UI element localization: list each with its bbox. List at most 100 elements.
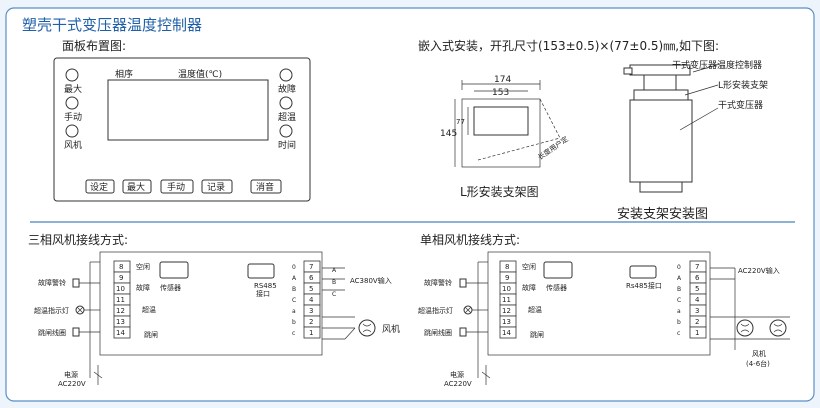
sp-right-terminal-letter: 0	[677, 264, 681, 271]
sp-bell-icon	[459, 278, 467, 288]
tp-right-terminal-label: 1	[309, 329, 313, 337]
sp-right-terminal-letter: a	[677, 308, 681, 315]
tp-power-label: 电源	[64, 370, 78, 379]
sp-left-terminal-14	[499, 326, 517, 339]
sp-trip-label: 跳闸	[530, 330, 544, 339]
sp-overtemp-light-label: 超温指示灯	[418, 306, 453, 315]
sp-right-terminal-letter: B	[677, 286, 681, 293]
sp-right-terminal-label: 6	[695, 274, 700, 282]
panel-temp-label: 温度值(℃)	[178, 68, 222, 80]
led-fan-indicator	[65, 124, 79, 138]
led-time-indicator	[279, 124, 293, 138]
tp-empty-label: 空闲	[136, 262, 150, 271]
button-set-label: 设定	[90, 181, 108, 193]
tp-fan-label: 风机	[382, 323, 400, 335]
tp-right-terminal-label: 4	[309, 296, 314, 304]
panel-buttons: 设定 最大 手动 记录 消音	[85, 179, 282, 194]
tp-right-terminal-label: 7	[309, 263, 313, 271]
tp-left-terminal-label: 12	[116, 307, 125, 315]
sp-right-terminal-letter: b	[677, 319, 681, 326]
tp-sensor-port	[159, 261, 189, 279]
led-max-indicator	[65, 68, 79, 82]
tp-right-terminal-letter: C	[292, 297, 296, 304]
sp-right-terminal-label: 5	[695, 285, 699, 293]
tp-right-terminal-letter: B	[292, 286, 296, 293]
panel-display	[107, 79, 269, 141]
sp-power-value: AC220V	[444, 380, 472, 388]
dim-145: 145	[440, 129, 457, 139]
assembly-drawing: 干式变压器温度控制器 L形安装支架 干式变压器 安装支架安装图	[617, 59, 768, 222]
sp-right-terminal-label: 2	[695, 318, 699, 326]
tp-left-terminal-label: 14	[116, 329, 125, 337]
sp-rs485-label: Rs485接口	[626, 281, 662, 290]
three-phase-heading: 三相风机接线方式:	[28, 232, 128, 247]
tp-right-terminal-1	[303, 326, 321, 339]
button-mute[interactable]	[250, 179, 282, 194]
tp-left-terminal-label: 13	[116, 318, 125, 326]
tp-trip-label: 跳闸	[144, 330, 158, 339]
tp-sensor-label: 传感器	[160, 283, 181, 292]
button-manual[interactable]	[160, 179, 194, 194]
sp-overtemp-label: 超温	[528, 305, 542, 314]
tp-overtemp-light-label: 超温指示灯	[34, 306, 69, 315]
dim-153: 153	[492, 88, 509, 98]
tp-fault-alarm-label: 故障警铃	[38, 278, 66, 287]
sp-ac220-label: AC220V输入	[738, 266, 780, 275]
button-max[interactable]	[122, 179, 152, 194]
button-record[interactable]	[201, 179, 233, 194]
tp-left-terminal-label: 11	[116, 296, 125, 304]
sp-sensor-label: 传感器	[546, 283, 567, 292]
tp-right-terminal-label: 6	[309, 274, 314, 282]
tp-left-terminal-label: 10	[116, 285, 125, 293]
sp-right-terminal-label: 3	[695, 307, 699, 315]
led-manual-indicator	[65, 96, 79, 110]
tp-right-terminal-letter: c	[292, 330, 295, 337]
bracket-caption: L形安装支架图	[460, 184, 539, 199]
tp-left-terminal-label: 9	[119, 274, 123, 282]
tp-trip-coil-label: 跳闸线圈	[38, 328, 66, 337]
sp-left-terminal-label: 10	[502, 285, 511, 293]
tp-right-terminal-label: 3	[309, 307, 313, 315]
sp-right-terminal-letter: C	[677, 297, 681, 304]
tp-bell-icon	[72, 278, 80, 288]
sp-fan-count-label: (4-6台)	[746, 359, 770, 368]
sp-trip-coil-label: 跳闸线圈	[424, 328, 452, 337]
tp-power-value: AC220V	[58, 380, 86, 388]
label-controller: 干式变压器温度控制器	[672, 59, 762, 71]
sp-left-terminal-label: 13	[502, 318, 511, 326]
led-label-time: 时间	[278, 139, 296, 151]
tp-rs485-port	[247, 263, 275, 279]
sp-left-terminal-label: 9	[505, 274, 509, 282]
sp-left-terminal-label: 8	[505, 263, 509, 271]
led-label-manual: 手动	[64, 111, 82, 123]
button-manual-label: 手动	[167, 181, 185, 193]
sp-coil-icon	[459, 327, 467, 337]
button-max-label: 最大	[127, 181, 145, 193]
panel-seq-label: 相序	[115, 68, 133, 80]
tp-coil-icon	[72, 327, 80, 337]
sp-rs485-port	[629, 265, 657, 279]
tp-left-terminal-14	[113, 326, 131, 339]
led-overtemp-indicator	[279, 96, 293, 110]
label-transformer: 干式变压器	[718, 99, 763, 111]
tp-rs485-label: RS485	[254, 282, 277, 290]
tp-right-terminal-letter: A	[292, 275, 297, 282]
label-l-bracket: L形安装支架	[718, 79, 768, 91]
sp-fan-icon-2	[769, 319, 787, 337]
tp-right-terminal-letter: a	[292, 308, 296, 315]
tp-fan-icon	[358, 319, 376, 337]
sp-left-terminal-label: 14	[502, 329, 511, 337]
sp-fan-label: 风机	[752, 349, 766, 358]
mounting-text: 嵌入式安装，开孔尺寸(153±0.5)×(77±0.5)㎜,如下图:	[418, 38, 719, 53]
sp-right-terminal-label: 4	[695, 296, 700, 304]
sp-right-terminal-label: 1	[695, 329, 699, 337]
led-label-overtemp: 超温	[278, 111, 296, 123]
button-set[interactable]	[85, 179, 115, 194]
led-label-fan: 风机	[64, 139, 82, 151]
single-phase-heading: 单相风机接线方式:	[420, 232, 520, 247]
tp-ac380-label: AC380V输入	[350, 276, 392, 285]
tp-right-terminal-label: 2	[309, 318, 313, 326]
